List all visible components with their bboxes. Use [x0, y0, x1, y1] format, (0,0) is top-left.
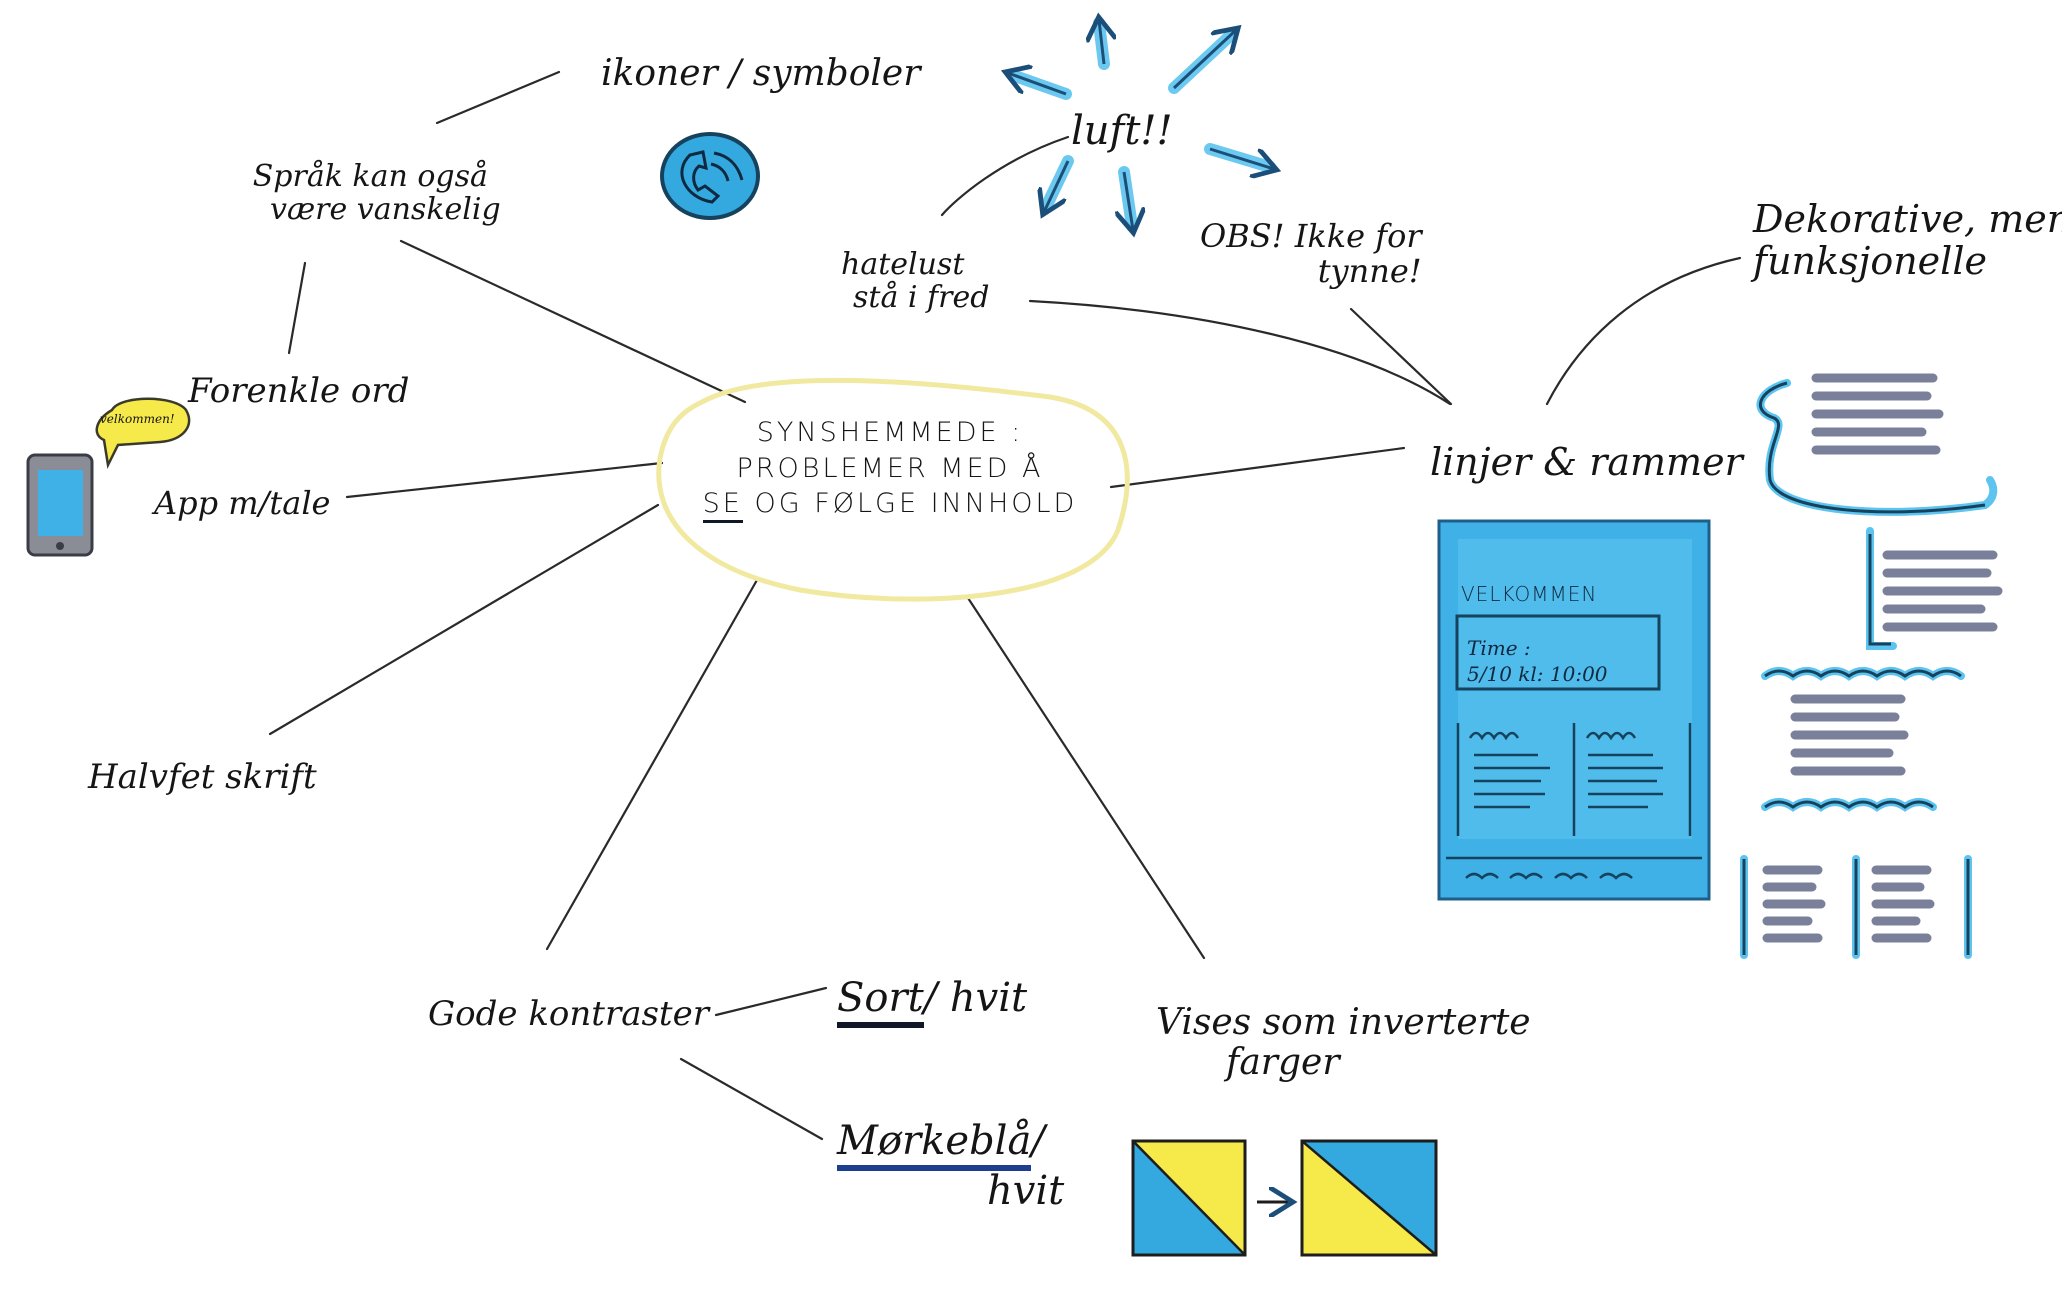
line-app-to-center [345, 461, 664, 499]
inverterte-line-2: farger [1226, 1041, 1340, 1083]
arrow-icon [1099, 20, 1104, 65]
arrow-icon [1044, 160, 1070, 212]
speech-bubble-text: velkommen! [100, 412, 175, 426]
line-kontraster-to-morkebla [679, 1057, 824, 1141]
sprak-line-1: Språk kan også [252, 159, 488, 194]
line-kontraster-to-center [545, 578, 759, 951]
obs-line-2: tynne! [1317, 252, 1422, 291]
inverted-color-square-icon [1131, 1139, 1247, 1257]
node-sprak-vanskelig: Språk kan også være vanskelig [240, 160, 501, 226]
luft-arrows [1008, 20, 1274, 230]
morkebla-label: Mørkeblå [837, 1118, 1032, 1171]
dekorative-line-1: Dekorative, men [1753, 197, 2062, 241]
obs-line-1: OBS! Ikke for [1200, 217, 1422, 255]
inverterte-line-1: Vises som inverterte [1156, 1002, 1531, 1043]
node-luft: luft!! [1071, 108, 1173, 154]
line-hatelust-to-linjer [1028, 299, 1452, 406]
line-obs-to-linjer [1349, 307, 1453, 406]
inverted-color-square-icon [1300, 1139, 1438, 1257]
line-dekorative-to-linjer [1545, 256, 1742, 406]
node-hatelust: hatelust stå i fred [841, 248, 989, 314]
line-halvfet-to-center [268, 503, 660, 736]
arrow-icon [1209, 147, 1274, 169]
node-ikoner-symboler: ikoner / symboler [601, 53, 921, 94]
morkebla-slash: / [1031, 1118, 1045, 1164]
sort-hvit-label: / hvit [923, 975, 1028, 1021]
line-center-to-linjer [1109, 446, 1406, 489]
node-forenkle-ord: Forenkle ord [188, 371, 410, 411]
line-kontraster-to-sort [714, 986, 828, 1017]
hatelust-line-1: hatelust [841, 247, 965, 282]
line-inverterte-to-center [966, 596, 1206, 960]
line-luft-to-hatelust [940, 135, 1070, 217]
center-node-title: SYNSHEMMEDE : PROBLEMER MED Å SE OG FØLG… [675, 417, 1105, 524]
node-dekorative-funksjonelle: Dekorative, men funksjonelle [1753, 197, 2062, 283]
hatelust-line-2: stå i fred [853, 280, 990, 315]
center-underlined-word: SE [702, 488, 743, 524]
node-halvfet-skrift: Halvfet skrift [88, 757, 317, 797]
website-sketch [1437, 519, 1711, 901]
arrow-icon [1172, 30, 1236, 90]
node-inverterte-farger: Vises som inverterte farger [1156, 1003, 1531, 1082]
decorative-line-examples [1740, 373, 2003, 959]
sketch-card-time: Time : 5/10 kl: 10:00 [1467, 637, 1608, 685]
sort-label: Sort [837, 975, 924, 1028]
sketch-card-title: VELKOMMEN [1461, 582, 1598, 606]
line-to-ikoner [435, 70, 561, 125]
line-sprak-to-forenkle [287, 261, 307, 355]
node-linjer-rammer: linjer & rammer [1430, 440, 1743, 484]
morkebla-hvit-label: hvit [987, 1168, 1065, 1214]
center-ellipse [656, 377, 1130, 602]
line-sprak-to-center [399, 239, 747, 404]
node-obs-ikke-for-tynne: OBS! Ikke for tynne! [1200, 217, 1422, 291]
node-gode-kontraster: Gode kontraster [428, 994, 709, 1034]
dekorative-line-2: funksjonelle [1753, 238, 1987, 283]
arrow-icon [1008, 73, 1067, 96]
connector-lines [268, 70, 1742, 1141]
node-app-tale: App m/tale [154, 484, 331, 522]
sprak-line-2: være vanskelig [270, 192, 501, 227]
node-sort-hvit: Sort/ hvit [837, 975, 1028, 1028]
phone-circle-icon [660, 132, 760, 220]
mobile-phone-icon [26, 453, 94, 557]
sketch-time-line-1: Time : [1467, 636, 1531, 660]
center-line-1: SYNSHEMMEDE : [756, 417, 1024, 448]
node-morkebla-hvit: Mørkeblå/ hvit [837, 1118, 1065, 1214]
center-line-3: OG FØLGE INNHOLD [754, 488, 1078, 520]
sketch-time-line-2: 5/10 kl: 10:00 [1467, 662, 1608, 686]
speech-bubble-icon [95, 397, 191, 470]
arrow-icon [1124, 171, 1133, 230]
center-line-2: PROBLEMER MED Å [736, 452, 1044, 484]
